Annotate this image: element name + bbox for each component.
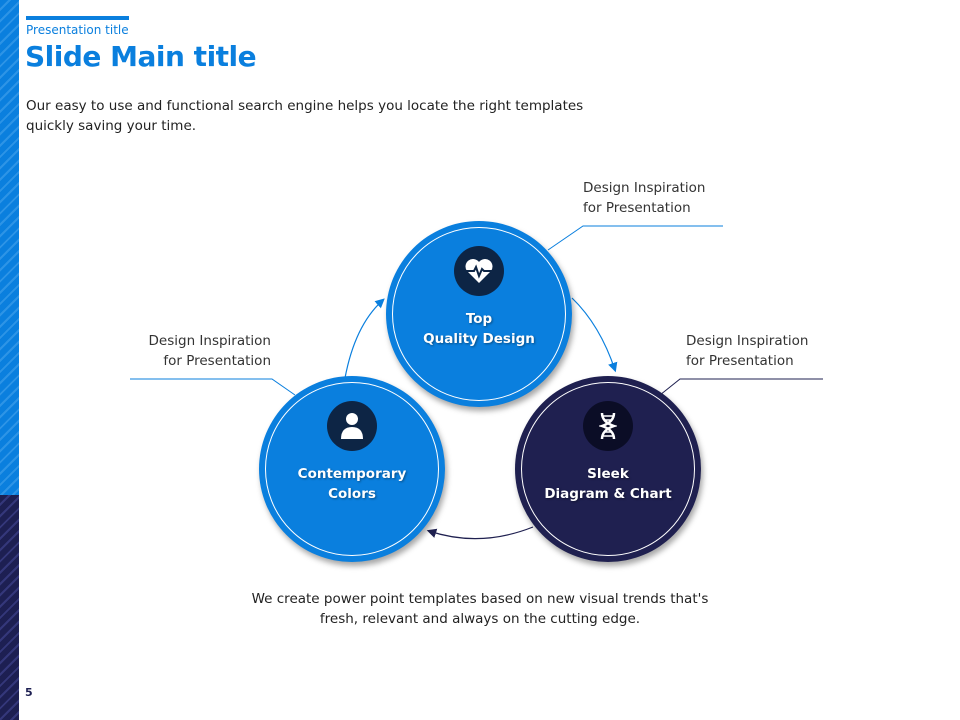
callout-text: Design Inspiration — [686, 333, 809, 349]
circle-label: Diagram & Chart — [544, 486, 672, 502]
arrow-right-to-left — [426, 526, 534, 540]
callout-left: Design Inspiration for Presentation — [130, 331, 271, 371]
heartbeat-icon — [454, 246, 504, 296]
sidebar-accent-navy — [0, 495, 19, 720]
circle-label: Quality Design — [423, 331, 535, 347]
callout-right: Design Inspiration for Presentation — [686, 331, 808, 371]
description: Our easy to use and functional search en… — [26, 98, 584, 134]
callout-top: Design Inspiration for Presentation — [583, 178, 705, 218]
person-icon — [327, 401, 377, 451]
callout-text: Design Inspiration — [148, 333, 271, 349]
dna-icon — [583, 401, 633, 451]
circle-label: Top — [465, 311, 493, 327]
callout-text: for Presentation — [163, 353, 271, 369]
title-bar — [26, 16, 129, 20]
callout-line-top — [547, 225, 723, 251]
circle-label: Contemporary — [297, 466, 407, 482]
arrow-top-to-right — [571, 297, 618, 373]
callout-text: Design Inspiration — [583, 180, 706, 196]
sidebar-accent-blue — [0, 0, 19, 495]
callout-text: for Presentation — [686, 353, 794, 369]
callout-line-left — [130, 378, 296, 396]
arrow-left-to-top — [344, 298, 385, 379]
page-title: Slide Main title — [25, 40, 257, 73]
circle-label: Colors — [328, 486, 376, 502]
callout-text: for Presentation — [583, 200, 691, 216]
circle-label: Sleek — [587, 466, 629, 482]
page-number: 5 — [25, 686, 33, 699]
callout-line-right — [659, 378, 823, 396]
footer-text: We create power point templates based on… — [251, 591, 709, 627]
presentation-title: Presentation title — [26, 23, 129, 37]
